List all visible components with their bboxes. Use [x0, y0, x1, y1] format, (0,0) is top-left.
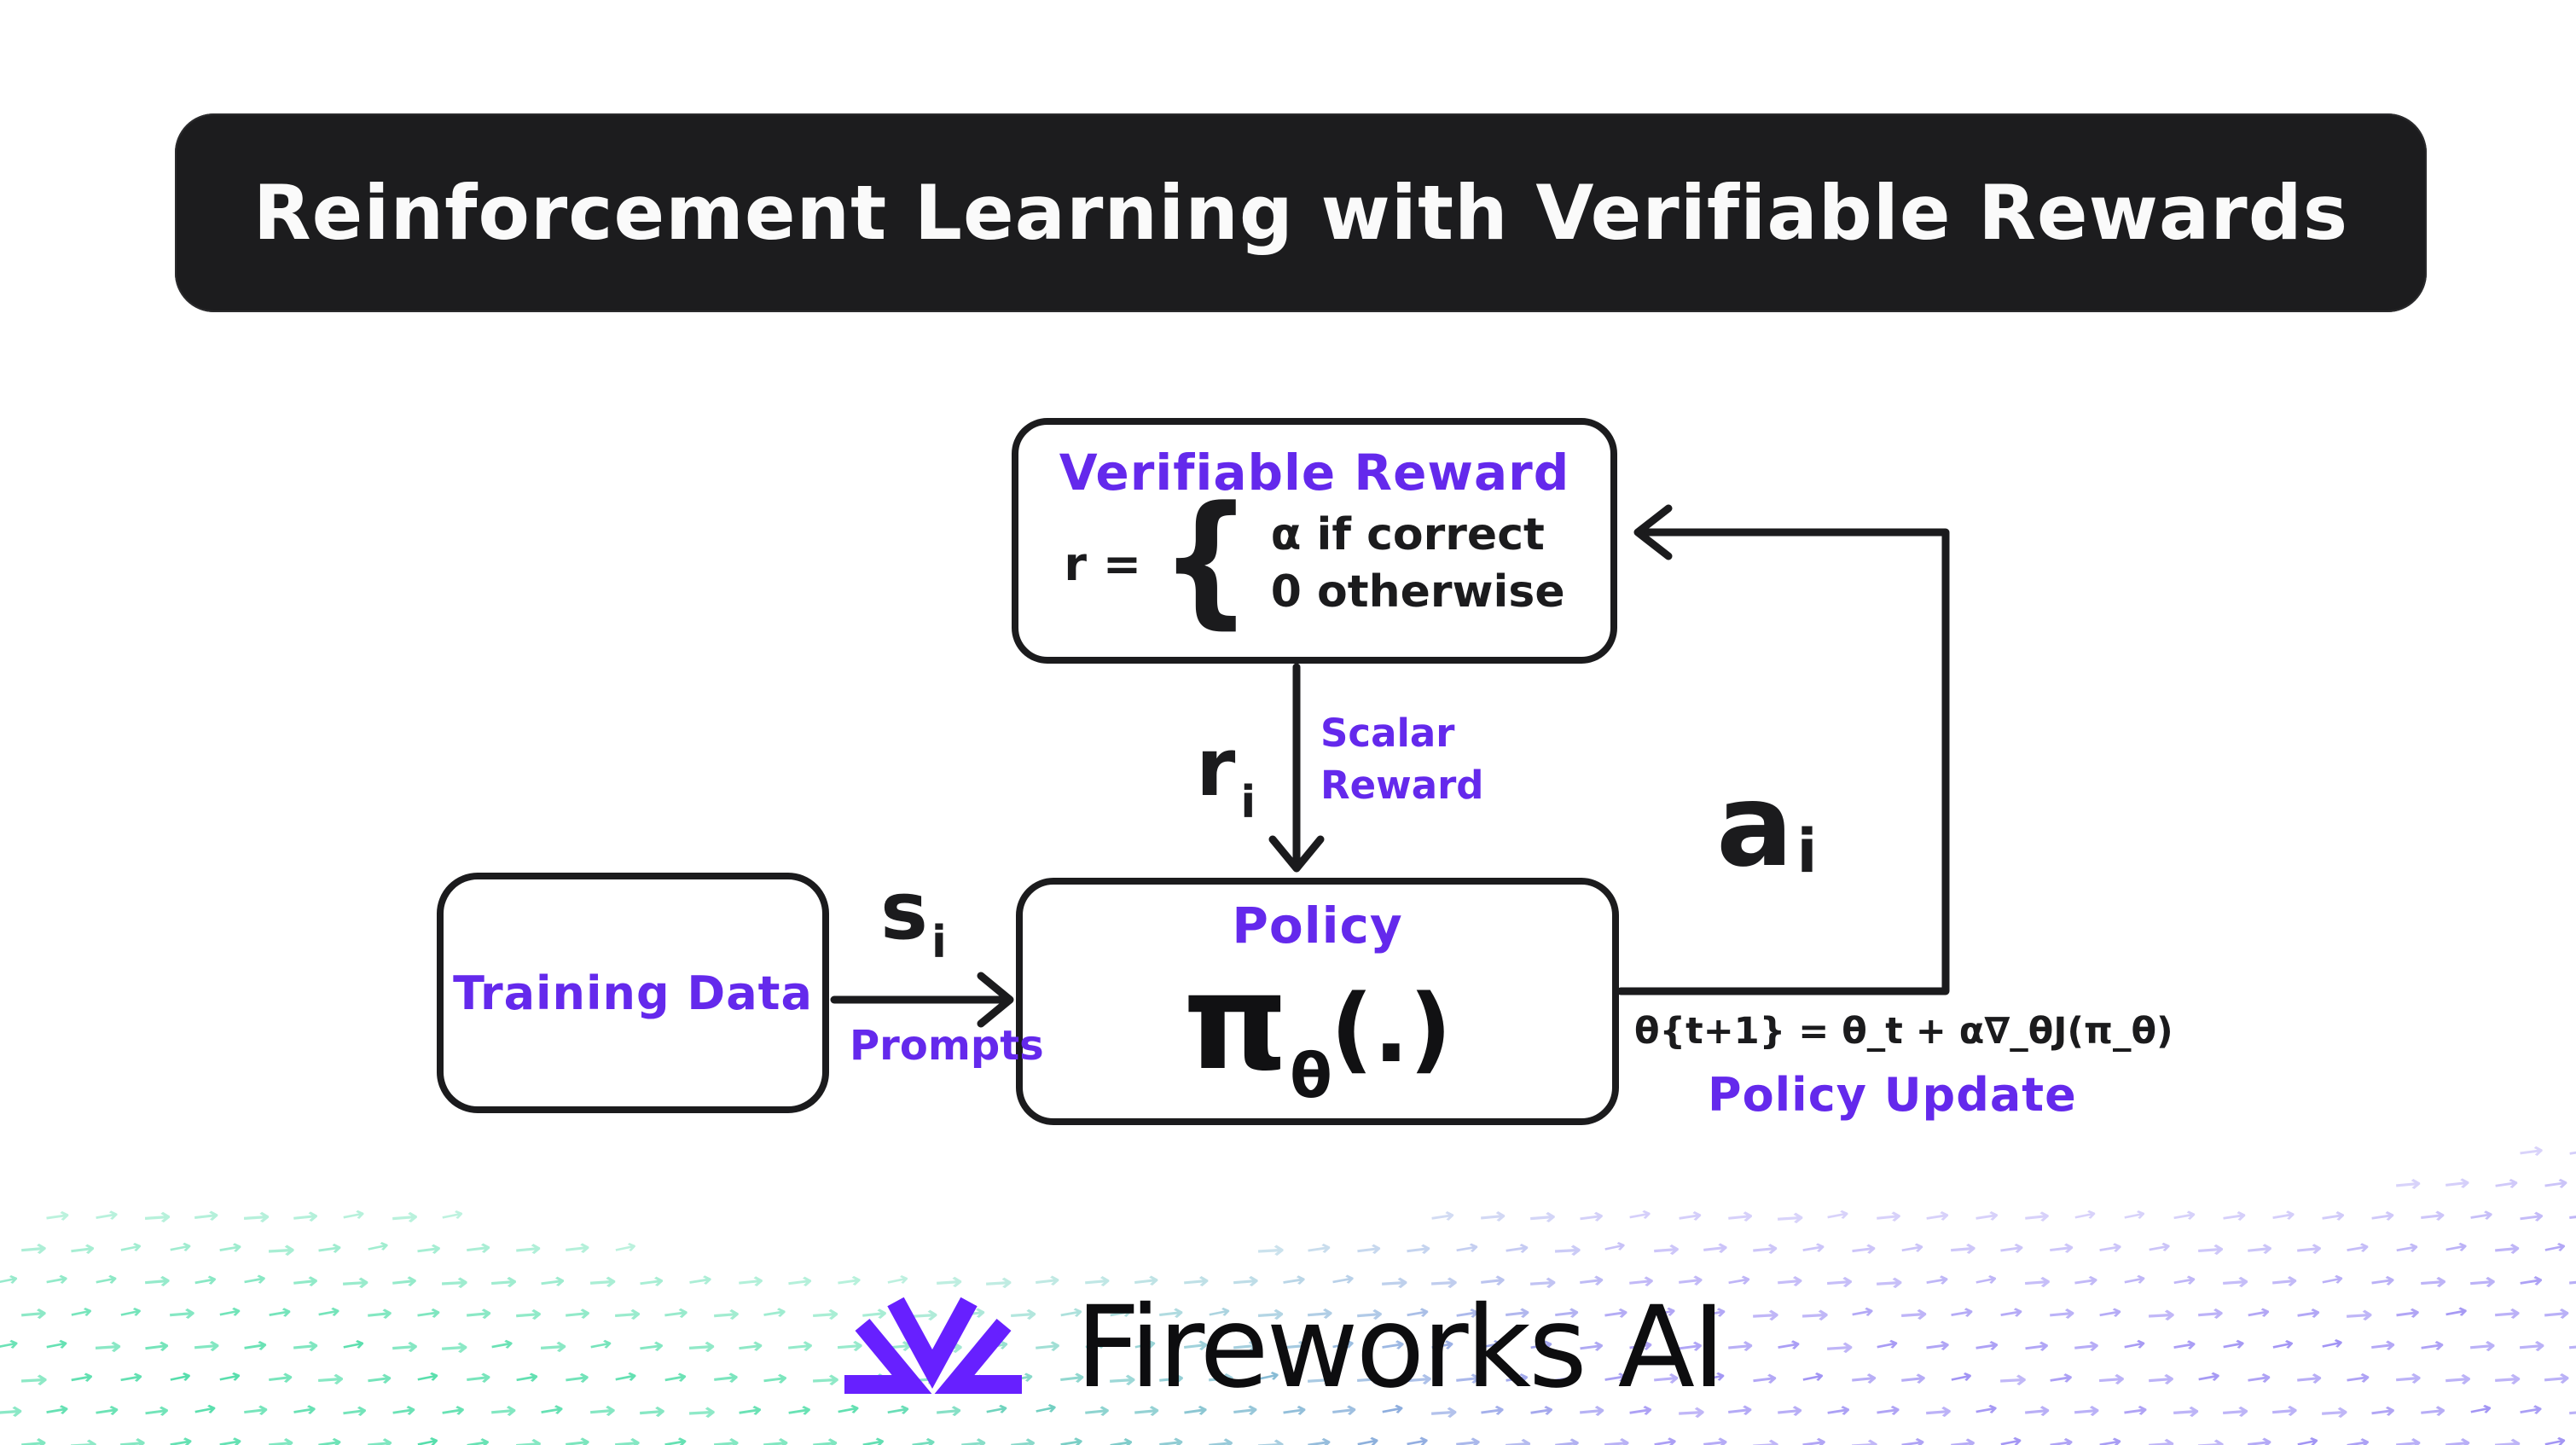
policy-args: (.) [1330, 974, 1453, 1083]
policy-update-equation: θ{t+1} = θ_t + α∇_θJ(π_θ) [1634, 1010, 2173, 1053]
prompts-arrow [830, 972, 1014, 1028]
scalar-reward-arrow [1268, 663, 1325, 873]
fireworks-logo-icon [844, 1297, 1022, 1394]
policy-update-caption: Policy Update [1708, 1068, 2077, 1122]
title-banner: Reinforcement Learning with Verifiable R… [175, 113, 2427, 312]
verifiable-reward-box: Verifiable Reward r = { α if correct 0 o… [1012, 418, 1617, 664]
policy-box: Policy πθ(.) [1016, 878, 1619, 1125]
fireworks-logo: Fireworks AI [840, 1273, 1726, 1422]
page-title: Reinforcement Learning with Verifiable R… [252, 169, 2349, 257]
state-label: si [880, 865, 947, 968]
policy-expression: πθ(.) [1023, 944, 1612, 1111]
verifiable-reward-title: Verifiable Reward [1059, 444, 1570, 502]
pi-symbol: π [1182, 944, 1289, 1100]
training-data-title: Training Data [453, 966, 813, 1020]
scalar-reward-caption: Scalar Reward [1320, 711, 1484, 808]
action-label: ai [1716, 759, 1818, 892]
reward-formula-cases: α if correct 0 otherwise [1271, 507, 1565, 622]
policy-title: Policy [1232, 897, 1403, 955]
reward-formula-brace: { [1160, 475, 1252, 642]
reward-case-otherwise: 0 otherwise [1270, 566, 1565, 618]
theta-subscript: θ [1290, 1040, 1332, 1111]
reward-formula: r = { α if correct 0 otherwise [1018, 487, 1610, 630]
reward-formula-lhs: r = [1064, 537, 1142, 591]
prompts-caption: Prompts [850, 1022, 1044, 1070]
training-data-box: Training Data [437, 873, 829, 1113]
fireworks-wordmark: Fireworks AI [1076, 1281, 1726, 1413]
reward-case-correct: α if correct [1270, 508, 1545, 560]
policy-update-feedback-loop [1616, 504, 1950, 995]
